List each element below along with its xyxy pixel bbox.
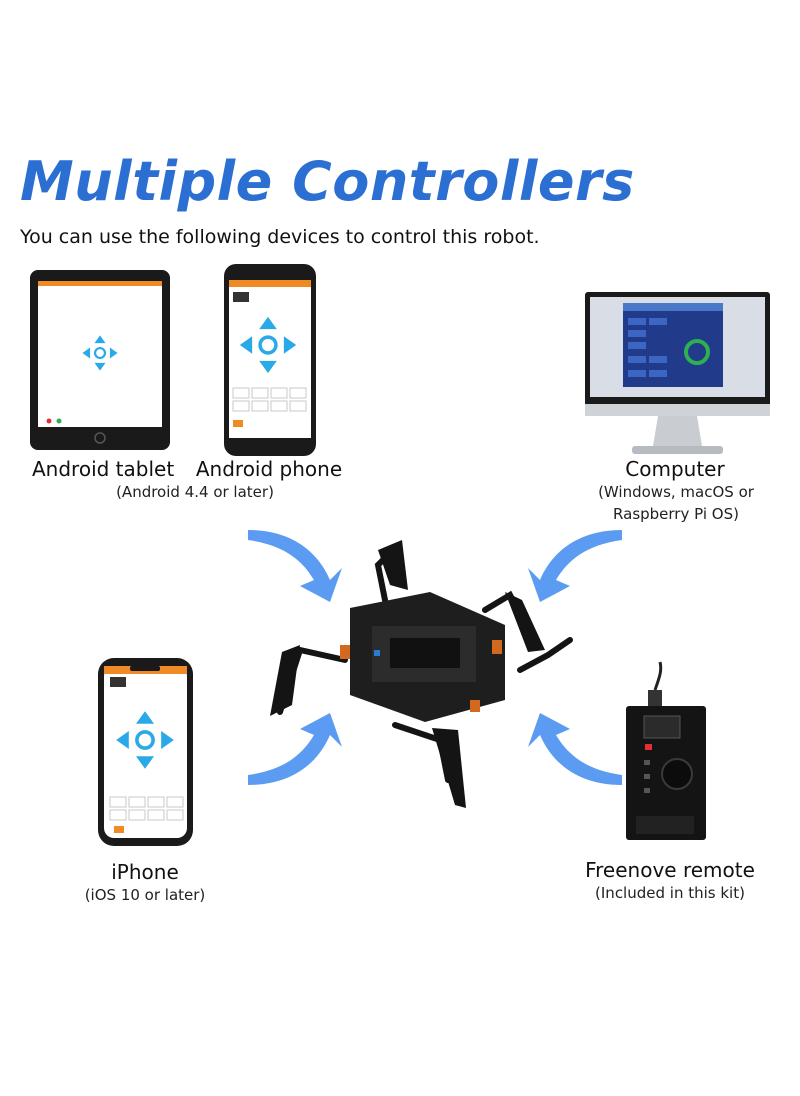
curved-arrow-icon <box>528 713 622 785</box>
android-tablet-image <box>30 270 170 450</box>
robot-image <box>270 540 573 808</box>
iphone-image <box>98 658 193 846</box>
computer-label: Computer <box>625 457 725 481</box>
page-title: Multiple Controllers <box>20 150 635 213</box>
android-tablet-label: Android tablet <box>32 457 175 481</box>
iphone-version-note: (iOS 10 or later) <box>84 886 206 904</box>
android-phone-label: Android phone <box>195 457 343 481</box>
curved-arrow-icon <box>248 713 342 785</box>
curved-arrow-icon <box>528 530 622 602</box>
curved-arrow-icon <box>248 530 342 602</box>
computer-image <box>585 292 770 454</box>
computer-note-line1: (Windows, macOS or <box>598 483 754 501</box>
iphone-label: iPhone <box>111 860 179 884</box>
android-version-note: (Android 4.4 or later) <box>116 483 274 501</box>
freenove-remote-label: Freenove remote <box>585 858 755 882</box>
android-phone-image <box>224 264 316 456</box>
computer-note-line2: Raspberry Pi OS) <box>613 505 739 523</box>
freenove-remote-note: (Included in this kit) <box>595 884 745 902</box>
freenove-remote-image <box>626 661 706 840</box>
page-subtitle: You can use the following devices to con… <box>20 226 540 248</box>
